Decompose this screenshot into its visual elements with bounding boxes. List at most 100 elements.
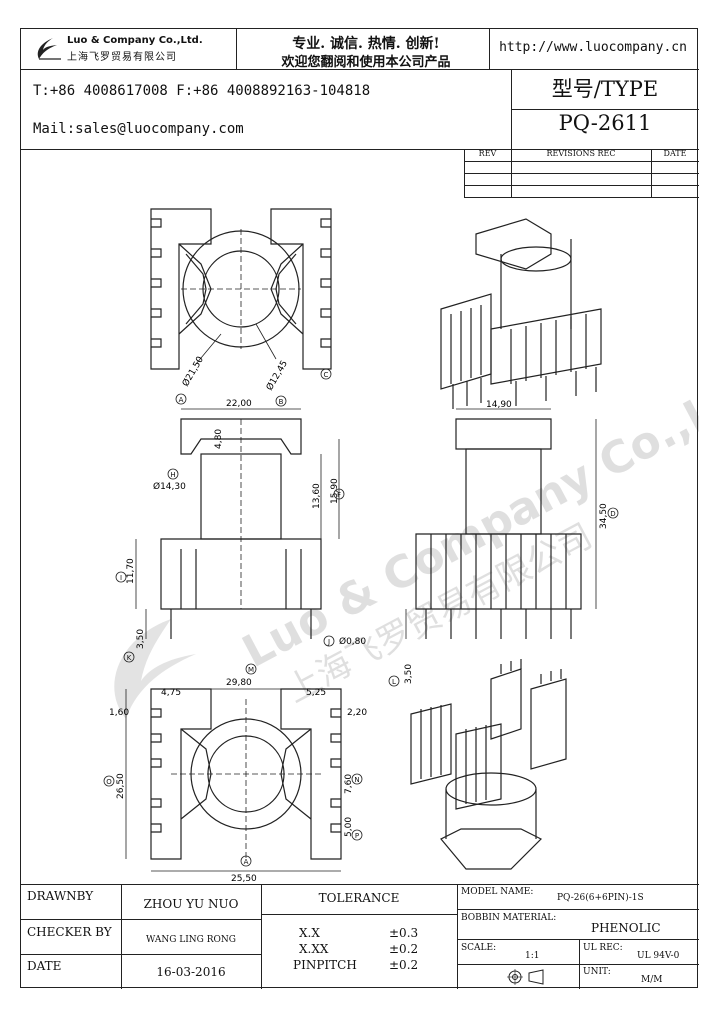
dim-w-2980: 29,80 [226,678,252,688]
date-col-header: DATE [663,149,687,158]
tb-col3 [457,884,458,989]
company-logo-icon [37,38,61,60]
label-o: O [106,778,112,786]
ul-value: UL 94V-0 [637,951,680,961]
scale-label: SCALE: [461,943,497,953]
dim-height-480: 4,80 [214,429,224,449]
phone-fax: T:+86 4008617008 F:+86 4008892163-104818 [33,83,371,99]
tb-tol-row [261,914,457,915]
slogan-line1: 专业. 诚信. 热情. 创新! [292,36,440,52]
type-label: 型号/TYPE [551,77,659,101]
unit-label: UNIT: [583,967,611,977]
dim-d-760: 7,60 [344,774,354,794]
label-g: J [327,638,330,646]
label-k: K [127,654,132,662]
header-divider [21,69,511,70]
revisions-rec-header: REVISIONS REC [546,149,616,158]
bottom-view [125,688,342,872]
company-name-cn: 上海飞罗贸易有限公司 [67,52,177,63]
tb-scale-col [579,939,580,989]
dim-top-dia1: Ø21,50 [180,354,206,388]
title-block-top [21,884,699,885]
top-view [150,208,332,370]
model-name-label: MODEL NAME: [461,887,534,897]
tol-xxx-value: ±0.2 [389,942,419,956]
header-col-divider [236,29,237,69]
tb-bobbin-row [457,939,699,940]
checker-value: WANG LING RONG [146,935,236,945]
label-d: D [610,510,615,518]
drawn-by-label: DRAWNBY [27,889,94,903]
dim-w-525: 5,25 [306,688,326,698]
type-value: PQ-2611 [558,111,652,135]
model-name-value: PQ-26(6+6PIN)-1S [557,893,644,903]
dim-pin-dia: Ø0,80 [339,636,366,647]
watermark-logo-icon [114,619,196,719]
dim-top-dia2: Ø12,45 [264,359,290,393]
header-bottom-line [21,149,699,150]
tol-pin-value: ±0.2 [389,958,419,972]
label-i: I [120,574,122,582]
tolerance-label: TOLERANCE [318,891,400,905]
dimension-labels: A B H F I K J D L M O N P A C E [103,368,619,867]
unit-value: M/M [641,975,663,985]
label-p: P [355,832,359,840]
email-link[interactable]: Mail:sales@luocompany.com [33,121,244,137]
label-c: C [324,371,329,379]
drawing-sheet: Luo & Company Co.,Ltd. 上海飞罗贸易有限公司 专业. 诚信… [20,28,699,989]
header-col-divider-2 [489,29,490,69]
checker-label: CHECKER BY [27,925,112,939]
dim-w-1490: 14,90 [486,400,512,410]
company-name-en: Luo & Company Co.,Ltd. [67,35,203,46]
label-f: F [337,491,341,499]
tol-xxx-label: X.XX [299,942,329,956]
label-h: H [170,471,175,479]
rev-col-header: REV [478,149,497,158]
tb-model-row [457,909,699,910]
label-m: M [248,666,254,674]
technical-drawing: Luo & Company Co.,Ltd. 上海飞罗贸易有限公司 Ø21,50… [103,208,699,884]
rev-row-4 [464,197,699,198]
dim-w-475: 4,75 [161,688,181,698]
isometric-bottom-view [410,659,567,870]
dim-d-500: 5,00 [344,817,354,837]
dim-h-1170: 11,70 [126,558,136,584]
tb-row1 [21,919,261,920]
dim-h-2650: 26,50 [116,773,126,799]
scale-value: 1:1 [525,951,540,961]
label-a-bottom: A [244,858,249,866]
tb-row2 [21,954,261,955]
rev-row-2 [464,173,699,174]
label-a: A [179,396,184,404]
dim-w-2550: 25,50 [231,874,257,884]
bobbin-value: PHENOLIC [591,921,661,935]
dim-dia-1430: Ø14,30 [153,481,186,492]
tb-scale-row [457,964,699,965]
dim-d-160: 1,60 [109,708,129,718]
rev-row-3 [464,185,699,186]
tb-col2 [261,884,262,989]
watermark: Luo & Company Co.,Ltd. 上海飞罗贸易有限公司 [234,353,699,711]
rev-row-1 [464,161,699,162]
dim-pin-350-b: 3,50 [404,664,414,684]
side-view [405,408,597,639]
label-b: B [279,398,284,406]
projection-symbol-icon [507,969,544,985]
bobbin-label: BOBBIN MATERIAL: [461,913,557,923]
ul-label: UL REC: [583,943,623,953]
label-l: L [392,678,396,686]
dim-d-220: 2,20 [347,708,367,718]
date-label: DATE [27,959,62,973]
website-link[interactable]: http://www.luocompany.cn [499,40,687,55]
slogan-line2: 欢迎您翻阅和使用本公司产品 [281,55,451,70]
dim-width-22: 22,00 [226,399,252,409]
dim-h-1360: 13,60 [312,483,322,509]
type-row-divider [511,109,699,110]
drawn-by-value: ZHOU YU NUO [143,897,239,911]
dim-pin-350: 3,50 [136,629,146,649]
isometric-top-view [440,218,602,409]
tb-col1 [121,884,122,989]
tol-pin-label: PINPITCH [293,958,357,972]
header-divider-right [489,69,699,70]
tol-xx-label: X.X [299,926,320,940]
